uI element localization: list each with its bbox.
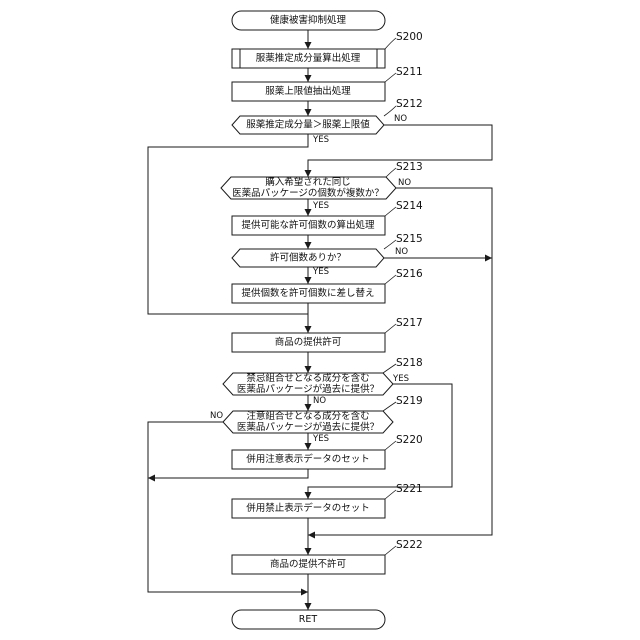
step-s213-decision: 購入希望された同じ 医薬品パッケージの個数が複数か？ S213 NO YES [221,161,423,211]
step-s214-label: 提供可能な許可個数の算出処理 [241,219,375,231]
step-s222-process: 商品の提供不許可 S222 [232,539,423,574]
edge-s220-to-left-loop [148,469,308,478]
s219-no-label: NO [210,411,223,421]
step-s212-decision: 服薬推定成分量＞服薬上限値 S212 NO YES [232,98,423,145]
s215-no-label: NO [395,247,408,257]
step-s221-label: 併用禁止表示データのセット [246,502,370,514]
step-s213-label-line2: 医薬品パッケージの個数が複数か？ [232,187,384,199]
step-s212-label: 服薬推定成分量＞服薬上限値 [246,119,370,131]
step-s213-label-line1: 購入希望された同じ [265,176,351,188]
step-s217-process: 商品の提供許可 S217 [232,317,423,352]
step-s221-process: 併用禁止表示データのセット S221 [232,483,423,518]
step-s220-label: 併用注意表示データのセット [246,453,370,465]
s213-yes-label: YES [312,201,329,211]
step-s211-tag: S211 [396,66,423,78]
step-s219-tag: S219 [396,395,423,407]
step-s211-label: 服薬上限値抽出処理 [265,85,351,97]
step-s200-process: 服薬推定成分量算出処理 S200 [232,31,423,68]
step-s219-label-line1: 注意組合せとなる成分を含む [246,410,369,422]
step-s218-label-line1: 禁忌組合せとなる成分を含む [246,372,369,384]
step-s218-tag: S218 [396,357,423,369]
step-s218-label-line2: 医薬品パッケージが過去に提供？ [237,383,379,395]
step-s215-decision: 許可個数ありか？ S215 NO YES [232,233,423,277]
step-s218-decision: 禁忌組合せとなる成分を含む 医薬品パッケージが過去に提供？ S218 YES N… [223,357,423,406]
step-s216-tag: S216 [396,268,423,280]
s212-yes-label: YES [312,135,329,145]
edge-s218-yes-to-s221 [308,384,452,499]
s219-yes-label: YES [312,434,329,444]
step-s221-tag: S221 [396,483,423,495]
end-terminal: RET [232,610,385,629]
end-label: RET [299,614,318,625]
step-s220-tag: S220 [396,434,423,446]
step-s211-process: 服薬上限値抽出処理 S211 [232,66,423,101]
start-label: 健康被害抑制処理 [270,14,347,26]
step-s216-label: 提供個数を許可個数に差し替え [241,287,374,299]
s212-no-label: NO [394,114,407,124]
step-s214-tag: S214 [396,200,423,212]
step-s217-tag: S217 [396,317,423,329]
step-s215-label: 許可個数ありか？ [270,252,346,264]
step-s219-label-line2: 医薬品パッケージが過去に提供？ [237,421,379,433]
step-s213-tag: S213 [396,161,423,173]
step-s200-tag: S200 [396,31,423,43]
start-terminal: 健康被害抑制処理 [232,11,385,30]
s218-no-label: NO [313,396,326,406]
step-s212-tag: S212 [396,98,423,110]
step-s222-tag: S222 [396,539,423,551]
step-s215-tag: S215 [396,233,423,245]
step-s222-label: 商品の提供不許可 [270,558,346,570]
step-s200-label: 服薬推定成分量算出処理 [256,52,361,64]
s213-no-label: NO [398,178,411,188]
s215-yes-label: YES [312,267,329,277]
s218-yes-label: YES [392,374,409,384]
step-s217-label: 商品の提供許可 [275,336,342,348]
